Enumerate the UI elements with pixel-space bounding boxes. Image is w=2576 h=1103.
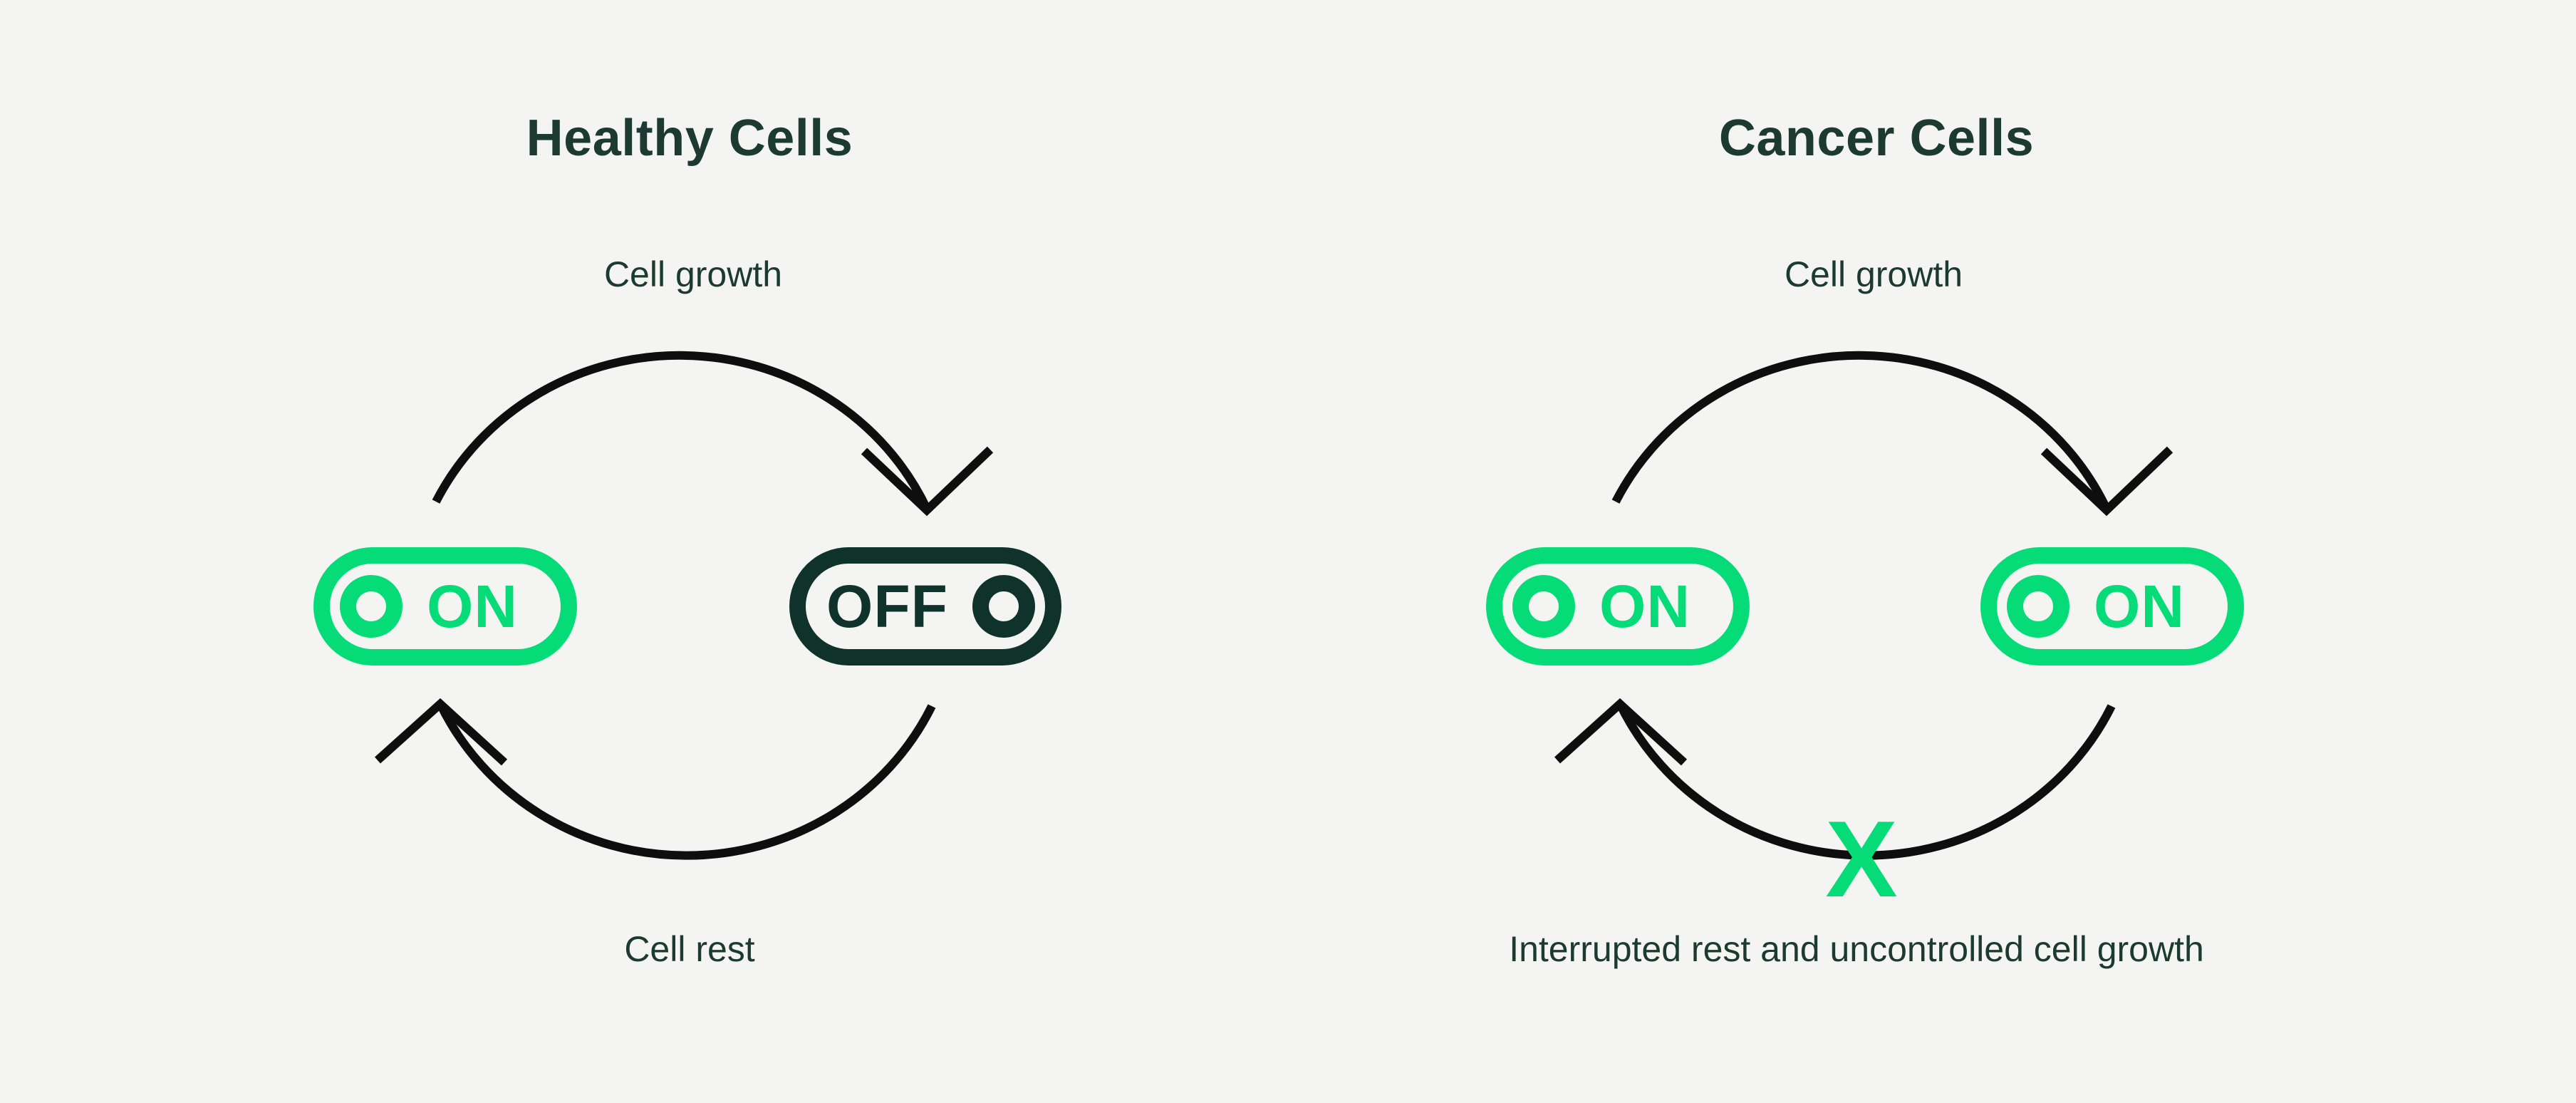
cancer-cell-growth-arc — [1611, 351, 2111, 511]
cancer-interrupted-rest-label: Interrupted rest and uncontrolled cell g… — [1509, 929, 2204, 969]
healthy-cell-growth-arc — [432, 351, 931, 511]
interrupted-cycle-x-icon: X — [1825, 799, 1898, 920]
toggle-state-label: ON — [427, 573, 518, 640]
toggle-state-label: ON — [1599, 573, 1690, 640]
toggle-state-label: OFF — [826, 573, 948, 640]
cancer-left-toggle-on: ON — [1486, 547, 1750, 666]
cancer-cell-growth-label: Cell growth — [1784, 254, 1963, 294]
cancer-cell-rest-arc — [1616, 702, 2116, 860]
healthy-right-toggle-off: OFF — [789, 547, 1061, 666]
toggle-knob-icon — [340, 575, 402, 638]
toggle-knob-icon — [972, 575, 1035, 638]
healthy-left-toggle-on: ON — [313, 547, 577, 666]
healthy-cell-rest-arrowhead-icon — [374, 698, 508, 766]
cancer-cells-title: Cancer Cells — [1718, 110, 2035, 167]
healthy-cells-title: Healthy Cells — [526, 110, 853, 167]
cancer-cell-rest-arrowhead-icon — [1554, 698, 1688, 766]
toggle-state-label: ON — [2094, 573, 2185, 640]
healthy-cell-rest-arc — [436, 702, 936, 860]
healthy-cell-rest-label: Cell rest — [624, 929, 755, 969]
cancer-right-toggle-on: ON — [1980, 547, 2244, 666]
toggle-knob-icon — [2007, 575, 2069, 638]
cancer-cell-growth-arrowhead-icon — [2040, 446, 2174, 517]
toggle-knob-icon — [1512, 575, 1575, 638]
healthy-cell-growth-label: Cell growth — [603, 254, 783, 294]
healthy-cell-growth-arrowhead-icon — [861, 446, 994, 517]
